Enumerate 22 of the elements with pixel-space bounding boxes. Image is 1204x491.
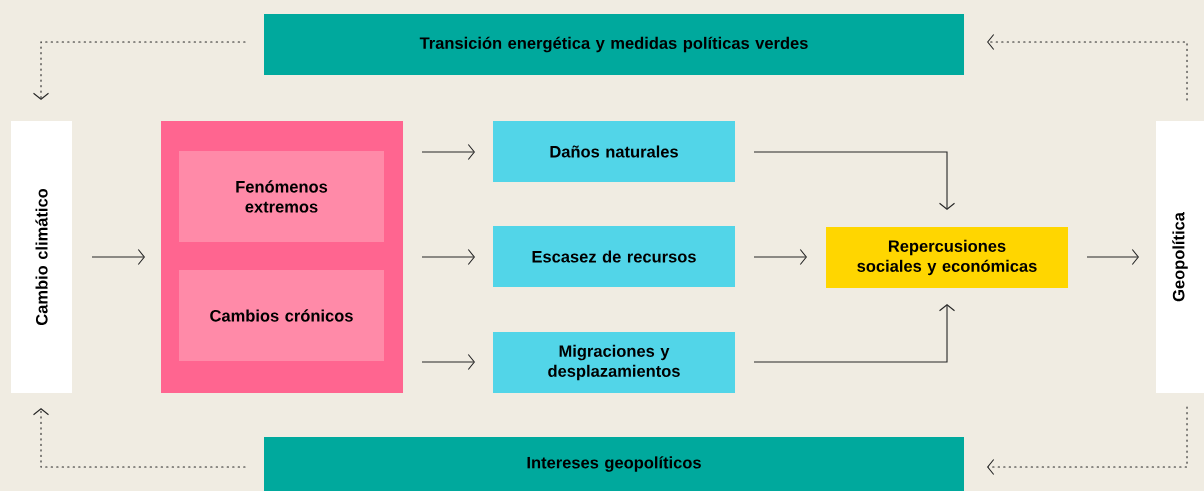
arrow	[987, 406, 1188, 476]
process-box: Fenómenos extremos	[179, 151, 384, 242]
arrow	[421, 143, 475, 161]
arrow	[32, 41, 246, 100]
arrow	[91, 248, 145, 266]
result-box: Repercusiones sociales y económicas	[826, 227, 1068, 288]
arrow	[753, 248, 807, 266]
arrow	[987, 33, 1188, 101]
arrow	[421, 248, 475, 266]
process-box: Cambios crónicos	[179, 270, 384, 361]
process-box: Daños naturales	[493, 121, 735, 182]
arrow	[753, 151, 956, 210]
banner: Intereses geopolíticos	[264, 437, 964, 491]
banner: Transición energética y medidas políticas verdes	[264, 14, 964, 75]
arrow	[1086, 248, 1139, 266]
side-panel: Cambio climático	[11, 121, 72, 393]
arrow	[421, 353, 475, 371]
arrow	[32, 408, 246, 468]
arrow	[753, 304, 956, 363]
process-box: Escasez de recursos	[493, 226, 735, 287]
process-box: Migraciones y desplazamientos	[493, 332, 735, 393]
side-panel: Geopolítica	[1156, 121, 1204, 393]
